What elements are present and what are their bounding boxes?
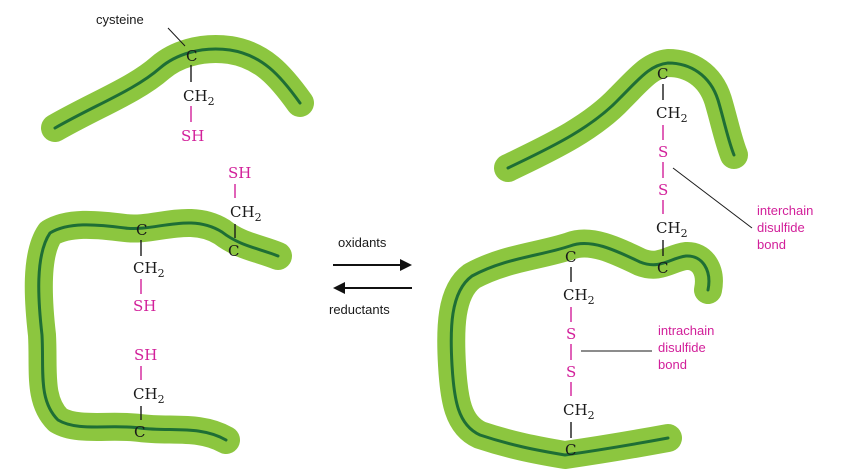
sh-group: SH (134, 346, 157, 364)
forward-arrow-head (400, 259, 412, 271)
intrachain-line-2: disulfide (658, 340, 706, 355)
ch2-group: CH2 (183, 87, 215, 108)
ch2-group: CH2 (563, 286, 595, 307)
sh-group: SH (181, 127, 204, 145)
reaction-arrows: oxidants reductants (329, 235, 412, 317)
intrachain-line-1: intrachain (658, 323, 714, 338)
sulfur-atom: S (566, 363, 576, 381)
interchain-leader (672, 167, 753, 229)
sh-group: SH (133, 297, 156, 315)
cysteine-leader (167, 27, 186, 47)
oxidants-label: oxidants (338, 235, 387, 250)
left-bottom-chain-inner (37, 221, 280, 442)
left-top-chain-outer (41, 35, 314, 142)
interchain-disulfide: C CH2 S S CH2 C (656, 65, 688, 277)
left-top-cysteine: C CH2 SH (181, 47, 215, 145)
intrachain-disulfide: C CH2 S S CH2 C (563, 248, 595, 459)
left-cysteine-2: SH CH2 C (228, 164, 262, 260)
cysteine-label: cysteine (96, 12, 144, 27)
left-bottom-chain (24, 208, 292, 454)
carbon-atom: C (186, 47, 197, 65)
carbon-atom: C (657, 65, 668, 83)
ch2-group: CH2 (133, 385, 165, 406)
intrachain-line-3: bond (658, 357, 687, 372)
ch2-group: CH2 (133, 259, 165, 280)
sh-group: SH (228, 164, 251, 182)
interchain-line-3: bond (757, 237, 786, 252)
carbon-atom: C (134, 423, 145, 441)
interchain-line-2: disulfide (757, 220, 805, 235)
ch2-group: CH2 (656, 219, 688, 240)
left-bottom-chain-outer (24, 208, 292, 454)
interchain-line-1: interchain (757, 203, 813, 218)
left-cysteine-1: C CH2 SH (133, 221, 165, 315)
interchain-label: interchain disulfide bond (757, 203, 817, 252)
ch2-group: CH2 (230, 203, 262, 224)
reductants-label: reductants (329, 302, 390, 317)
left-top-chain (41, 35, 314, 142)
ch2-group: CH2 (656, 104, 688, 125)
reverse-arrow-head (333, 282, 345, 294)
carbon-atom: C (136, 221, 147, 239)
intrachain-label: intrachain disulfide bond (658, 323, 718, 372)
carbon-atom: C (657, 259, 668, 277)
right-top-chain (494, 49, 748, 182)
sulfur-atom: S (566, 325, 576, 343)
right-bottom-chain (437, 229, 723, 469)
carbon-atom: C (228, 242, 239, 260)
carbon-atom: C (565, 441, 576, 459)
left-top-chain-inner (53, 47, 302, 130)
sulfur-atom: S (658, 181, 668, 199)
right-top-chain-inner (506, 61, 736, 170)
left-cysteine-3: SH CH2 C (133, 346, 165, 441)
ch2-group: CH2 (563, 401, 595, 422)
right-bottom-chain-inner (449, 241, 711, 457)
sulfur-atom: S (658, 143, 668, 161)
carbon-atom: C (565, 248, 576, 266)
